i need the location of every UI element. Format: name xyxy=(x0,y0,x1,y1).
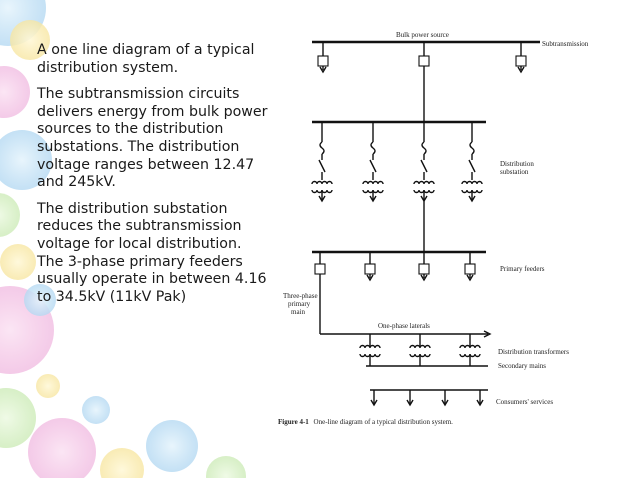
figure-caption-label: Figure 4-1 xyxy=(278,418,309,426)
bubble xyxy=(0,66,30,118)
label-consumers-services: Consumers' services xyxy=(496,398,553,406)
label-distribution-transformers: Distribution transformers xyxy=(498,348,569,356)
substation-transformers xyxy=(311,180,483,203)
subtransmission-paragraph: The subtransmission circuits delivers en… xyxy=(37,86,268,191)
label-distribution-substation-line2: substation xyxy=(500,168,529,176)
bubble xyxy=(0,193,20,237)
bubble xyxy=(0,130,52,190)
bubble xyxy=(24,284,56,316)
figure-caption: Figure 4-1 One-line diagram of a typical… xyxy=(278,418,453,426)
consumer-service-drops xyxy=(370,390,484,407)
bubble xyxy=(0,388,36,448)
one-phase-laterals xyxy=(369,334,471,346)
bulk-bus-breakers xyxy=(317,42,527,74)
label-subtransmission: Subtransmission xyxy=(542,40,589,48)
label-three-phase-line2: primary xyxy=(288,300,311,308)
bubble xyxy=(10,20,50,60)
bubble xyxy=(28,418,96,478)
primary-main-arrow xyxy=(483,330,492,338)
label-bulk-power-source: Bulk power source xyxy=(396,31,449,39)
label-primary-feeders: Primary feeders xyxy=(500,265,545,273)
bubble xyxy=(82,396,110,424)
description-text-panel: A one line diagram of a typical distribu… xyxy=(37,42,269,315)
label-three-phase-line1: Three-phase xyxy=(283,292,318,300)
intro-paragraph: A one line diagram of a typical distribu… xyxy=(37,42,255,76)
bubble xyxy=(100,448,144,478)
label-three-phase-line3: main xyxy=(291,308,305,316)
figure-caption-text: One-line diagram of a typical distributi… xyxy=(314,418,454,426)
substation-branches xyxy=(318,122,476,180)
distribution-transformers xyxy=(359,344,481,366)
label-secondary-mains: Secondary mains xyxy=(498,362,546,370)
one-line-diagram: Bulk power source Subtransmission Distri… xyxy=(278,31,589,426)
label-distribution-substation-line1: Distribution xyxy=(500,160,534,168)
primary-feeder-breakers xyxy=(314,252,476,282)
bubble xyxy=(36,374,60,398)
bubble xyxy=(146,420,198,472)
bubble xyxy=(0,244,36,280)
substation-paragraph: The distribution substation reduces the … xyxy=(37,200,267,305)
label-one-phase-laterals: One-phase laterals xyxy=(378,322,430,330)
bubble xyxy=(206,456,246,478)
